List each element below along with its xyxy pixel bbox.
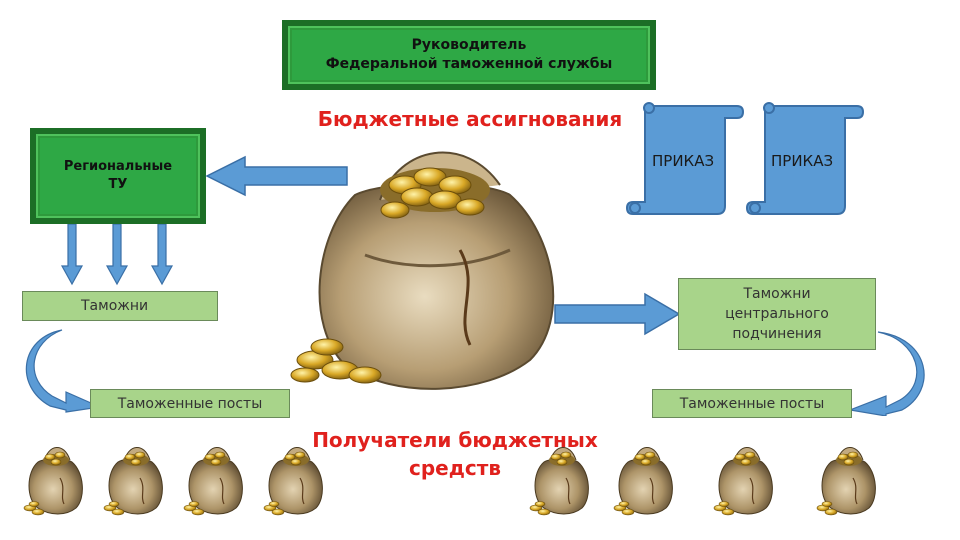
regional-line1: Региональные — [63, 159, 173, 174]
order-scroll-1 — [625, 102, 745, 215]
small-money-bag-icon — [816, 447, 876, 516]
posts-right-label: Таможенные посты — [679, 395, 825, 412]
head-line2: Федеральной таможенной службы — [325, 56, 613, 72]
recipients-line1: Получатели бюджетных — [312, 428, 598, 452]
customs-central-box: Таможни центрального подчинения — [678, 278, 876, 350]
order-label-2: ПРИКАЗ — [771, 152, 834, 170]
money-bag-illustration — [290, 151, 555, 390]
head-line1: Руководитель — [411, 37, 527, 53]
customs-left-label: Таможни — [81, 298, 149, 314]
posts-left-label: Таможенные посты — [117, 395, 263, 412]
head-box: Руководитель Федеральной таможенной служ… — [282, 20, 656, 90]
small-money-bag-icon — [183, 447, 243, 516]
small-money-bag-icon — [263, 447, 323, 516]
posts-left-box: Таможенные посты — [90, 389, 290, 418]
down-arrows — [60, 224, 174, 286]
budget-label: Бюджетные ассигнования — [317, 107, 623, 131]
regional-box: Региональные ТУ — [30, 128, 206, 224]
arrow-to-central-customs — [554, 292, 681, 336]
recipients-label: Получатели бюджетных средств — [300, 426, 610, 482]
small-money-bag-icon — [103, 447, 163, 516]
curved-arrow-right — [848, 331, 925, 416]
customs-central-line2: центрального — [725, 306, 829, 322]
small-money-bag-icon — [713, 447, 773, 516]
customs-left-box: Таможни — [22, 291, 218, 321]
recipients-line2: средств — [409, 456, 501, 480]
customs-central-line1: Таможни — [743, 286, 811, 302]
curved-arrow-left — [25, 329, 102, 413]
order-scroll-2 — [745, 102, 865, 215]
order-label-1: ПРИКАЗ — [652, 152, 715, 170]
small-money-bag-icon — [529, 447, 589, 516]
regional-line2: ТУ — [108, 177, 128, 192]
small-money-bag-icon — [613, 447, 673, 516]
customs-central-line3: подчинения — [732, 326, 822, 342]
small-money-bag-icon — [23, 447, 83, 516]
posts-right-box: Таможенные посты — [652, 389, 852, 418]
arrow-to-regional — [205, 155, 348, 197]
